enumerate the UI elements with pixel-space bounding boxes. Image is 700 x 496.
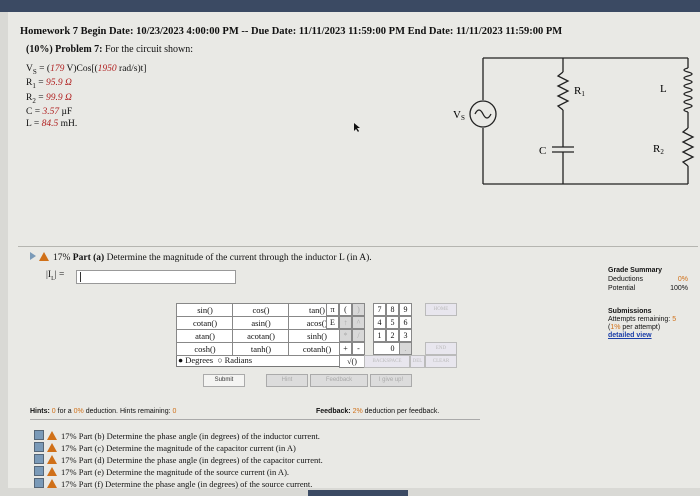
- warning-icon: [47, 443, 57, 452]
- given-l: L = 84.5 mH.: [26, 118, 78, 129]
- label-c: C: [539, 145, 546, 157]
- end-date: 11/11/2023 11:59:00 PM: [456, 26, 563, 37]
- fn-atan[interactable]: atan(): [176, 329, 234, 343]
- warning-icon: [39, 252, 49, 261]
- given-values: VS = (179 V)Cos[(1950 rad/s)t] R1 = 95.9…: [26, 64, 146, 130]
- key-6[interactable]: 6: [399, 316, 412, 329]
- part-icon: [34, 466, 44, 476]
- part-a-question: 17% Part (a) Determine the magnitude of …: [30, 252, 372, 263]
- key-e[interactable]: E: [326, 316, 339, 329]
- key-home[interactable]: HOME: [425, 303, 457, 316]
- key-lparen[interactable]: (: [339, 303, 352, 316]
- key-dot[interactable]: .: [399, 342, 412, 355]
- fn-sin[interactable]: sin(): [176, 303, 234, 317]
- problem-page: Homework 7 Begin Date: 10/23/2023 4:00:0…: [8, 12, 700, 496]
- due-date: 11/11/2023 11:59:00 PM: [298, 26, 405, 37]
- key-1[interactable]: 1: [373, 329, 386, 342]
- part-d-item[interactable]: 17% Part (d) Determine the phase angle (…: [34, 454, 323, 466]
- part-b-item[interactable]: 17% Part (b) Determine the phase angle (…: [34, 430, 323, 442]
- key-slash[interactable]: /: [352, 329, 365, 342]
- hint-button[interactable]: Hint: [266, 374, 308, 387]
- part-c-item[interactable]: 17% Part (c) Determine the magnitude of …: [34, 442, 323, 454]
- given-vs: VS = (179 V)Cos[(1950 rad/s)t]: [26, 64, 147, 76]
- text-caret: [80, 272, 81, 282]
- key-2[interactable]: 2: [386, 329, 399, 342]
- problem-title: (10%) Problem 7: For the circuit shown:: [26, 44, 194, 55]
- part-icon: [34, 478, 44, 488]
- expand-arrow-icon[interactable]: [30, 252, 36, 260]
- key-pi[interactable]: π: [326, 303, 339, 316]
- fn-tanh[interactable]: tanh(): [232, 342, 290, 356]
- key-del[interactable]: DEL: [410, 355, 425, 368]
- top-nav-bar: [0, 0, 700, 12]
- divider: [18, 246, 698, 247]
- warning-icon: [47, 467, 57, 476]
- radians-radio[interactable]: ○ Radians: [217, 355, 253, 365]
- key-backspace[interactable]: BACKSPACE: [364, 355, 410, 368]
- angle-mode: ● Degrees ○ Radians: [178, 355, 252, 365]
- feedback-button[interactable]: Feedback: [310, 374, 368, 387]
- circuit-diagram: VS R1 C L R2: [453, 57, 695, 185]
- warning-icon: [47, 479, 57, 488]
- key-7[interactable]: 7: [373, 303, 386, 316]
- label-vs: VS: [453, 109, 465, 122]
- mouse-cursor-icon: [354, 123, 360, 132]
- warning-icon: [47, 455, 57, 464]
- give-up-button[interactable]: I give up!: [370, 374, 412, 387]
- degrees-radio[interactable]: ● Degrees: [178, 355, 214, 365]
- key-minus[interactable]: -: [352, 342, 365, 355]
- key-rparen[interactable]: ): [352, 303, 365, 316]
- submissions-info: Submissions Attempts remaining: 5 (1% pe…: [608, 308, 677, 339]
- divider: [30, 419, 480, 420]
- key-clear[interactable]: CLEAR: [425, 355, 457, 368]
- assignment-header: Homework 7 Begin Date: 10/23/2023 4:00:0…: [20, 26, 563, 37]
- answer-input[interactable]: [76, 270, 236, 284]
- part-icon: [34, 430, 44, 440]
- answer-label: |IL| =: [46, 270, 65, 282]
- begin-date: 10/23/2023 4:00:00 PM: [136, 26, 239, 37]
- feedback-info: Feedback: 2% deduction per feedback.: [316, 408, 440, 415]
- assignment-name: Homework 7: [20, 26, 79, 37]
- fn-cotan[interactable]: cotan(): [176, 316, 234, 330]
- fn-sinh[interactable]: sinh(): [288, 329, 346, 343]
- given-r2: R2 = 99.9 Ω: [26, 92, 72, 105]
- key-5[interactable]: 5: [386, 316, 399, 329]
- warning-icon: [47, 431, 57, 440]
- fn-cotanh[interactable]: cotanh(): [288, 342, 346, 356]
- key-caret[interactable]: ^: [352, 316, 365, 329]
- key-plus[interactable]: +: [339, 342, 352, 355]
- key-4[interactable]: 4: [373, 316, 386, 329]
- fn-asin[interactable]: asin(): [232, 316, 290, 330]
- part-icon: [34, 454, 44, 464]
- footer-bar: [308, 490, 408, 496]
- fn-acotan[interactable]: acotan(): [232, 329, 290, 343]
- label-r1: R1: [574, 85, 585, 98]
- label-r2: R2: [653, 143, 664, 156]
- part-e-item[interactable]: 17% Part (e) Determine the magnitude of …: [34, 466, 323, 478]
- part-icon: [34, 442, 44, 452]
- key-3[interactable]: 3: [399, 329, 412, 342]
- key-up[interactable]: ↑: [339, 316, 352, 329]
- key-8[interactable]: 8: [386, 303, 399, 316]
- given-c: C = 3.57 µF: [26, 107, 73, 118]
- other-parts-list: 17% Part (b) Determine the phase angle (…: [34, 430, 323, 490]
- key-sqrt[interactable]: √(): [339, 355, 365, 368]
- fn-cos[interactable]: cos(): [232, 303, 290, 317]
- label-l: L: [660, 83, 667, 95]
- hints-info: Hints: 0 for a 0% deduction. Hints remai…: [30, 408, 177, 415]
- part-f-item[interactable]: 17% Part (f) Determine the phase angle (…: [34, 478, 323, 490]
- submit-button[interactable]: Submit: [203, 374, 245, 387]
- key-end[interactable]: END: [425, 342, 457, 355]
- detailed-view-link[interactable]: detailed view: [608, 332, 652, 339]
- key-star[interactable]: *: [339, 329, 352, 342]
- fn-cosh[interactable]: cosh(): [176, 342, 234, 356]
- given-r1: R1 = 95.9 Ω: [26, 78, 72, 91]
- key-9[interactable]: 9: [399, 303, 412, 316]
